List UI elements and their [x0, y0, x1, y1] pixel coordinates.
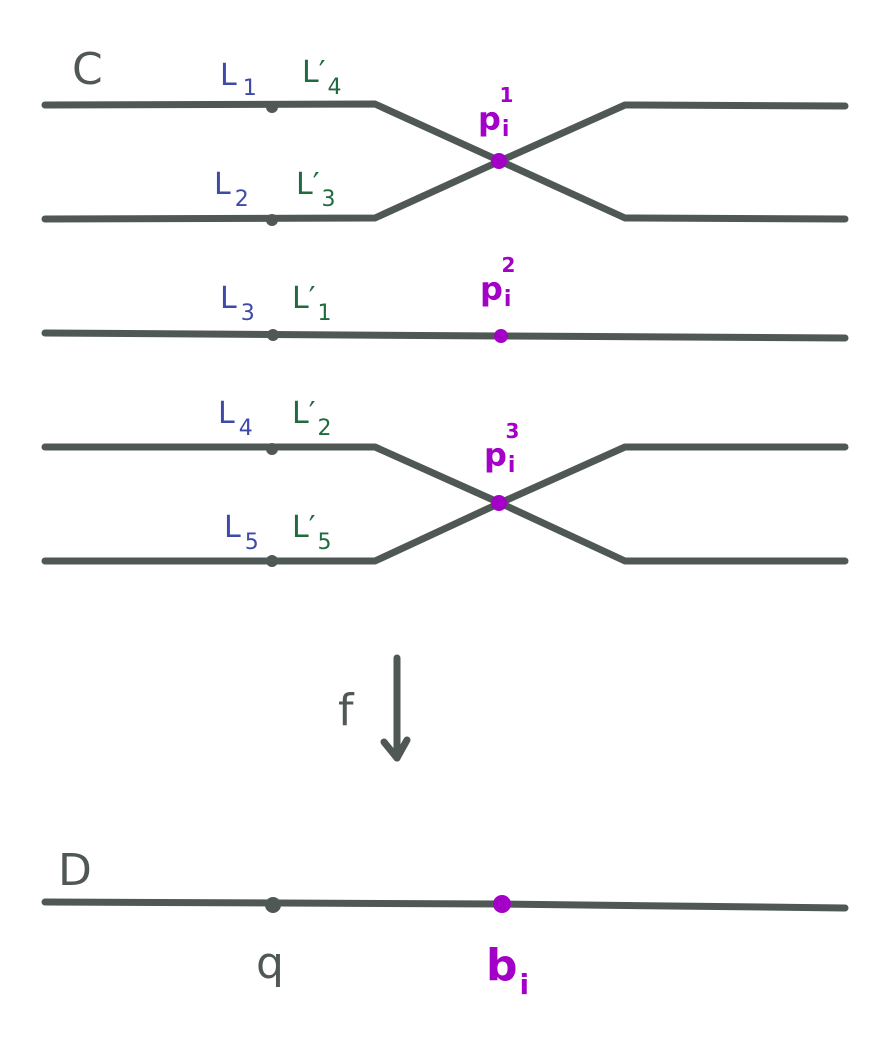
node-p3	[491, 495, 507, 511]
curve-label-D: D	[58, 845, 92, 896]
branch-1	[41, 100, 849, 165]
point-on-L1	[266, 101, 278, 113]
label-Lprime-1: L′1	[292, 281, 332, 326]
node-p1	[491, 153, 507, 169]
point-on-L5	[266, 555, 278, 567]
point-on-L2	[266, 214, 278, 226]
point-q	[265, 897, 281, 913]
label-Lprime-3: L′3	[296, 167, 336, 212]
label-Lprime-4: L′4	[302, 55, 342, 100]
node-p2	[494, 329, 508, 343]
point-b	[493, 895, 511, 913]
point-on-L3	[267, 329, 279, 341]
label-q: q	[256, 938, 284, 989]
label-Lprime-2: L′2	[292, 396, 332, 441]
map-arrow-head	[380, 736, 411, 762]
label-b: bi	[486, 940, 529, 1001]
point-on-L4	[266, 443, 278, 455]
label-p2: pi2	[480, 253, 515, 312]
curve-D	[41, 898, 849, 912]
branch-4	[41, 443, 849, 507]
branch-5	[41, 499, 849, 565]
branch-2	[41, 157, 849, 223]
label-p3: pi3	[484, 419, 519, 478]
map-label-f: f	[338, 685, 355, 736]
curve-label-C: C	[72, 44, 103, 95]
branch-3	[41, 329, 849, 342]
label-p1: pi1	[478, 83, 513, 142]
label-Lprime-5: L′5	[292, 510, 332, 555]
